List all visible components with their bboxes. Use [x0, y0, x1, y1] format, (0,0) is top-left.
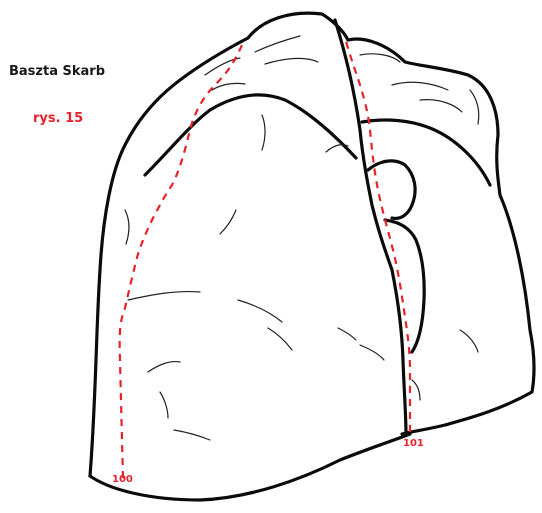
detail-line [338, 328, 356, 340]
detail-line [220, 210, 236, 234]
route-lines [120, 38, 410, 478]
detail-line [460, 330, 478, 352]
detail-line [128, 292, 200, 300]
detail-line [125, 210, 129, 244]
detail-line [360, 345, 384, 360]
detail-line [412, 380, 420, 400]
detail-line [148, 362, 180, 372]
detail-line [160, 392, 168, 418]
right-lobe-edge [385, 220, 424, 352]
rock-surface-details [125, 36, 479, 440]
rock-base-line [90, 434, 410, 500]
route-number-101: 101 [403, 438, 424, 449]
crag-title: Baszta Skarb [9, 64, 105, 79]
detail-line [262, 115, 265, 150]
upper-block-edge [145, 95, 356, 175]
detail-line [268, 328, 292, 350]
central-crack [335, 20, 406, 434]
upper-right-ledge [362, 120, 490, 185]
figure-label: rys. 15 [33, 111, 83, 126]
rock-right-silhouette [348, 39, 534, 434]
detail-line [238, 300, 282, 322]
detail-line [265, 58, 318, 64]
detail-line [360, 54, 400, 62]
detail-line [212, 83, 245, 90]
rock-left-silhouette [90, 13, 348, 476]
route-number-100: 100 [112, 474, 133, 485]
detail-line [470, 90, 479, 124]
detail-line [174, 430, 210, 440]
route-100-line [120, 40, 244, 478]
detail-line [255, 36, 300, 52]
rock-outline [90, 13, 534, 500]
detail-line [420, 100, 462, 112]
detail-line [392, 82, 448, 90]
